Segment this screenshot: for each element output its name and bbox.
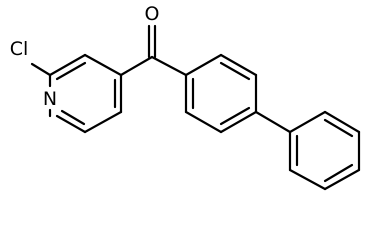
phenyl2-inner-bond-2: [323, 163, 354, 183]
biphenyl-link-bond: [254, 110, 292, 134]
carbonyl-to-pyridine-bond: [119, 55, 154, 77]
chemical-structure-canvas: O Cl N: [9, 3, 361, 191]
phenyl2-inner-bond-1: [323, 118, 354, 138]
pyridine-bond-2: [48, 53, 87, 77]
phenyl2-bond-4: [323, 168, 361, 191]
phenyl2-bond-5: [288, 168, 327, 191]
phenyl1-bond-4: [219, 110, 258, 134]
phenyl1-bond-2: [219, 53, 258, 77]
phenyl1-bond-1: [184, 53, 223, 77]
phenyl1-bond-5: [184, 110, 223, 134]
pyridine-bond-5: [55, 114, 87, 134]
chlorine-atom-label: Cl: [10, 38, 29, 60]
carbonyl-to-phenyl-bond: [150, 55, 188, 77]
chlorine-bond: [30, 62, 52, 77]
phenyl-ring-2: [288, 110, 361, 191]
carbonyl-group: [119, 24, 188, 77]
phenyl2-bond-1: [288, 110, 327, 134]
pyridine-bond-1: [83, 53, 123, 77]
phenyl1-inner-bond-2: [219, 106, 251, 126]
pyridine-inner-double-bond-3: [60, 109, 86, 126]
pyridine-inner-double-bond-1: [55, 61, 87, 81]
molecule-diagram: O Cl N: [10, 3, 361, 191]
pyridine-ring: [30, 53, 123, 134]
phenyl1-inner-bond-1: [219, 61, 251, 81]
phenyl-ring-1: [184, 53, 292, 134]
phenyl2-bond-2: [323, 110, 361, 134]
pyridine-bond-6: [83, 110, 123, 134]
oxygen-atom-label: O: [145, 3, 160, 25]
nitrogen-atom-label: N: [43, 88, 57, 110]
